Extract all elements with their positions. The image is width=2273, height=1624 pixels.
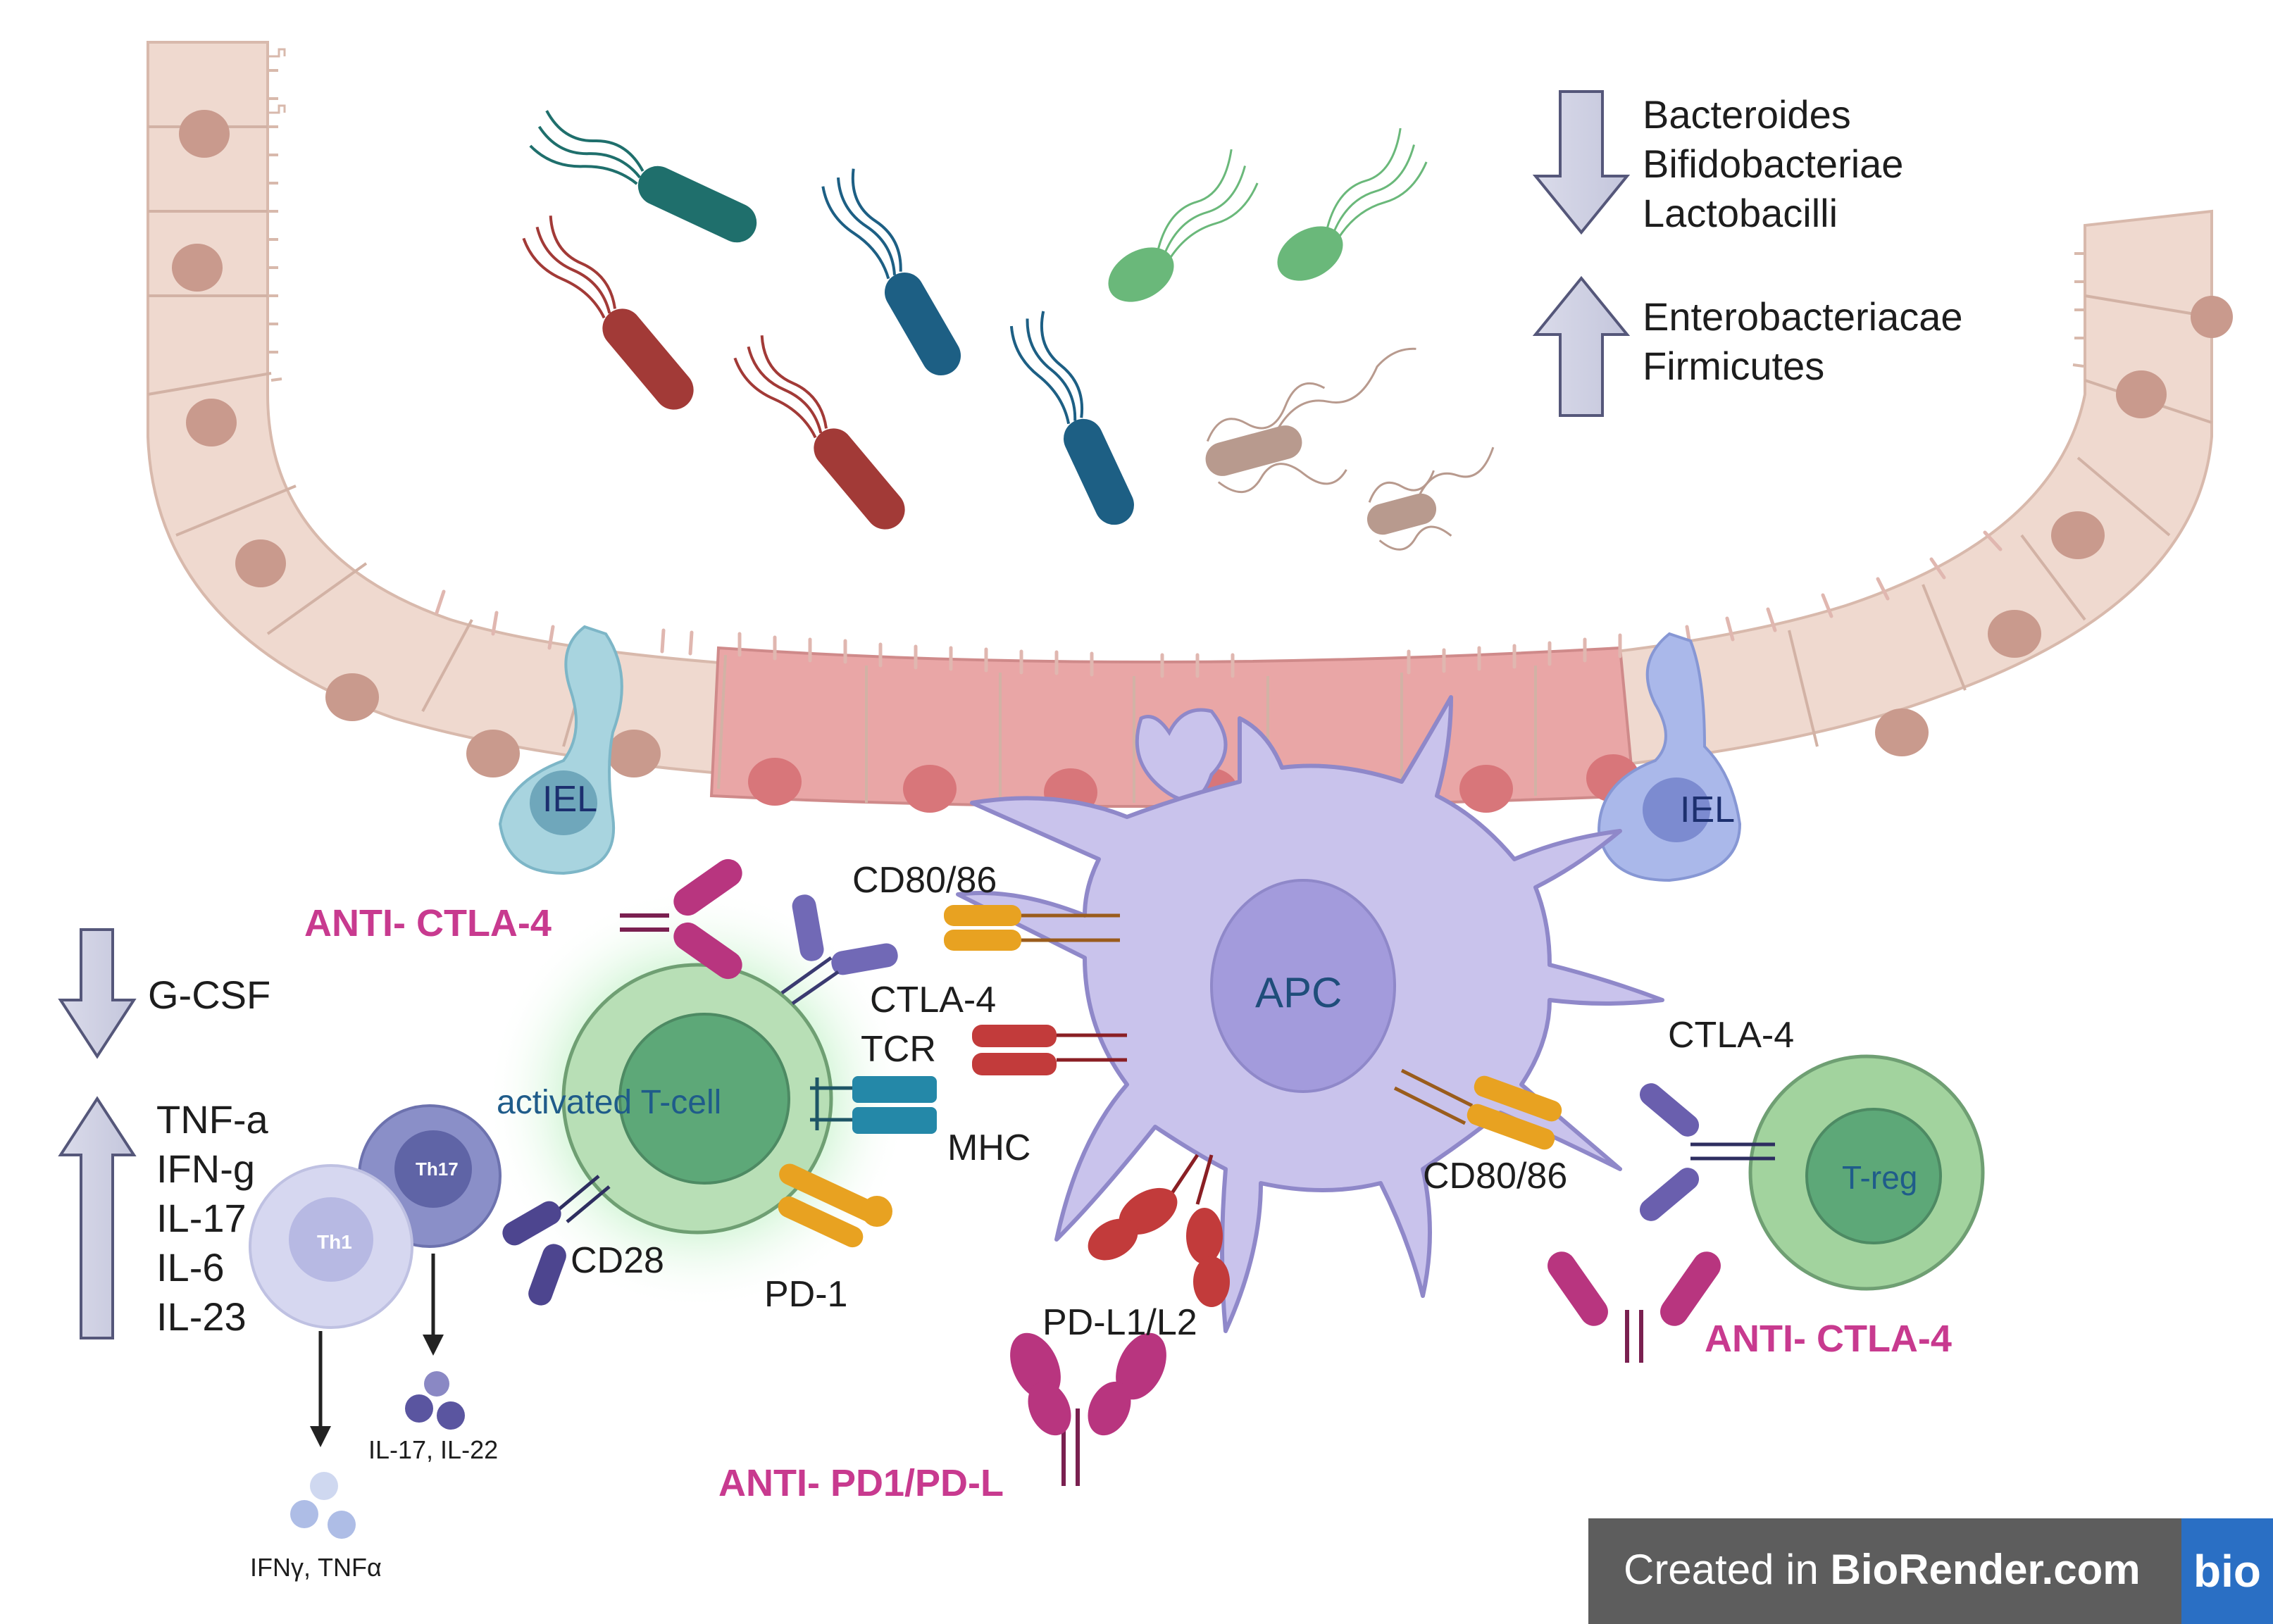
treg-cell [1748,1054,1985,1291]
taxon-bacteroides: Bacteroides [1643,92,1851,137]
ctla4-treg-label: CTLA-4 [1668,1015,1795,1056]
taxon-enterobacteriacae: Enterobacteriacae [1643,294,1963,339]
secretion-arrows [318,1254,435,1430]
taxa-up-arrow [1532,275,1631,417]
pdl-molecule [1088,1154,1230,1307]
tcr-label: TCR [861,1029,936,1070]
biorender-watermark: Created in BioRender.com bio [1588,1518,2273,1624]
apc-cell [956,695,1664,1333]
t-cell-label: activated T-cell [497,1084,722,1121]
watermark-text: Created in BioRender.com [1624,1545,2141,1594]
watermark-prefix: Created in [1624,1546,1831,1593]
anti-ctla4-left-antibody [620,858,742,980]
anti-ctla4-right-label: ANTI- CTLA-4 [1705,1318,1952,1360]
cytokine-up-arrow [58,1096,137,1339]
iel-left-cell [498,625,623,875]
th17-label: Th17 [416,1158,459,1180]
cd80-top-molecule [944,905,1120,951]
taxa-decreased-list: Bacteroides Bifidobacteriae Lactobacilli [1643,90,1903,238]
cd80-top-label: CD80/86 [852,860,997,901]
iel-left-label: IEL [542,779,598,820]
taxon-lactobacilli: Lactobacilli [1643,191,1838,235]
apc-label: APC [1255,969,1343,1016]
biorender-logo: bio [2181,1518,2273,1624]
il17-dots [405,1371,465,1430]
cd28-label: CD28 [571,1240,664,1281]
ctla4-treg-molecule [1639,1083,1775,1221]
iel-right-label: IEL [1680,789,1736,830]
cytokines-increased-list: TNF-a IFN-g IL-17 IL-6 IL-23 [156,1095,268,1342]
tcr-mhc-complex [810,1076,937,1134]
ifn-dots [290,1472,356,1539]
taxa-down-arrow [1532,90,1631,235]
ctla4-tcell-molecule [780,894,898,1006]
anti-pd1-antibody [1010,1332,1166,1486]
apc-mhc-molecule [972,1025,1127,1075]
anti-pd1-label: ANTI- PD1/PD-L [718,1462,1004,1504]
cytokine-tnfa: TNF-a [156,1097,268,1142]
ctla4-tcell-label: CTLA-4 [870,980,997,1020]
cd80-treg-label: CD80/86 [1423,1156,1568,1197]
treg-label: T-reg [1842,1159,1918,1196]
cd28-molecule [502,1175,611,1306]
cytokine-gcsf: G-CSF [148,973,271,1017]
cytokine-il6: IL-6 [156,1245,225,1289]
bacteria [522,110,1495,551]
anti-ctla4-left-label: ANTI- CTLA-4 [304,902,552,944]
th1-label: Th1 [317,1231,352,1253]
microvilli [268,48,286,114]
th1-cell [249,1164,413,1329]
watermark-brand: BioRender.com [1830,1546,2141,1593]
iel-right-cell [1597,632,1742,882]
cytokine-ifng: IFN-g [156,1147,255,1191]
apc-nucleus [1210,879,1396,1093]
epithelium [147,41,2233,816]
taxon-firmicutes: Firmicutes [1643,344,1825,388]
cytokine-il23: IL-23 [156,1294,247,1339]
cytokine-il17: IL-17 [156,1196,247,1240]
anti-ctla4-right-antibody [1547,1251,1721,1363]
taxon-bifidobacteriae: Bifidobacteriae [1643,142,1904,186]
pdl-label: PD-L1/L2 [1042,1302,1197,1343]
ifn-tnf-label: IFNγ, TNFα [250,1553,382,1582]
pd1-label: PD-1 [764,1274,848,1315]
pd1-molecule [778,1163,892,1248]
il17-il22-label: IL-17, IL-22 [368,1435,499,1464]
cytokine-down-arrow [58,928,137,1059]
taxa-increased-list: Enterobacteriacae Firmicutes [1643,292,1963,391]
mhc-label: MHC [947,1128,1031,1168]
cd80-treg-molecule [1393,1068,1562,1150]
